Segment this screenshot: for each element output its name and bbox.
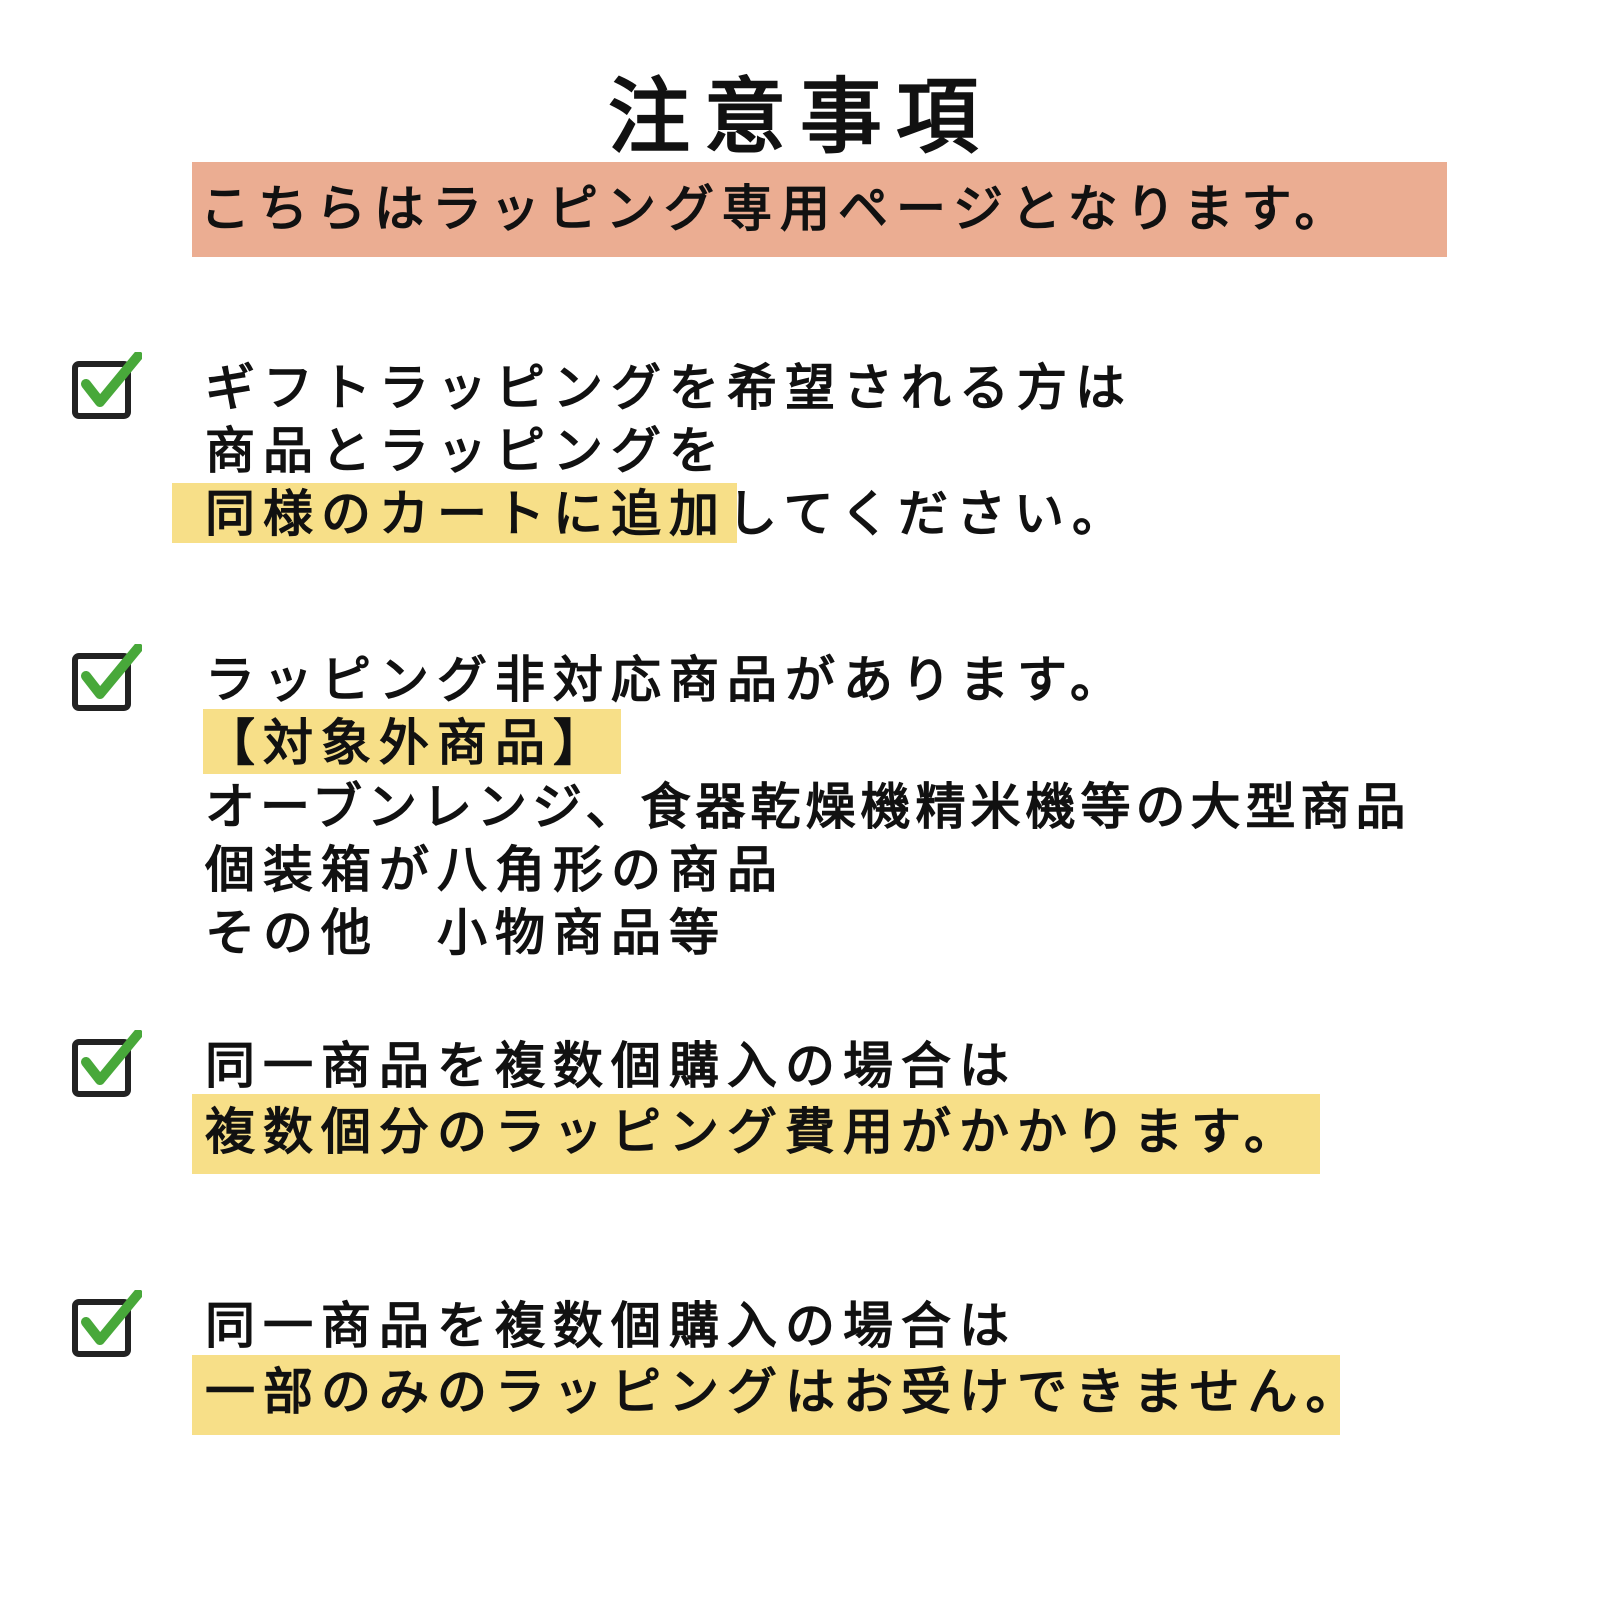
section-1-line-3: 同様のカートに追加してください。 — [205, 482, 1130, 546]
highlight-bar — [203, 709, 621, 774]
section-2-line-5: その他 小物商品等 — [205, 904, 727, 962]
subtitle-banner: こちらはラッピング専用ページとなります。 — [192, 162, 1447, 257]
section-2-line-1: ラッピング非対応商品があります。 — [205, 651, 1128, 709]
section-1-line-2: 商品とラッピングを — [205, 422, 727, 480]
section-4-line-2: 一部のみのラッピングはお受けできません。 — [205, 1363, 1364, 1421]
highlighted-text: 同様のカートに追加 — [205, 485, 727, 543]
section-4-line-1: 同一商品を複数個購入の場合は — [205, 1297, 1017, 1355]
checkbox-check-icon — [72, 352, 142, 422]
section-2-line-2: 【対象外商品】 — [205, 714, 611, 772]
section-3-line-1: 同一商品を複数個購入の場合は — [205, 1037, 1017, 1095]
checkbox-check-icon — [72, 1030, 142, 1100]
section-2-line-4: 個装箱が八角形の商品 — [205, 841, 785, 899]
page-title: 注意事項 — [607, 70, 992, 165]
section-2-line-3: オーブンレンジ、食器乾燥機精米機等の大型商品 — [205, 778, 1411, 836]
highlight-bar — [192, 1094, 1320, 1174]
line-text: してください。 — [727, 485, 1130, 543]
section-3-line-2: 複数個分のラッピング費用がかかります。 — [205, 1103, 1302, 1161]
section-1-line-1: ギフトラッピングを希望される方は — [205, 359, 1133, 417]
highlight-bar — [172, 483, 737, 543]
checkbox-check-icon — [72, 644, 142, 714]
checkbox-check-icon — [72, 1290, 142, 1360]
highlight-bar — [192, 1355, 1340, 1435]
